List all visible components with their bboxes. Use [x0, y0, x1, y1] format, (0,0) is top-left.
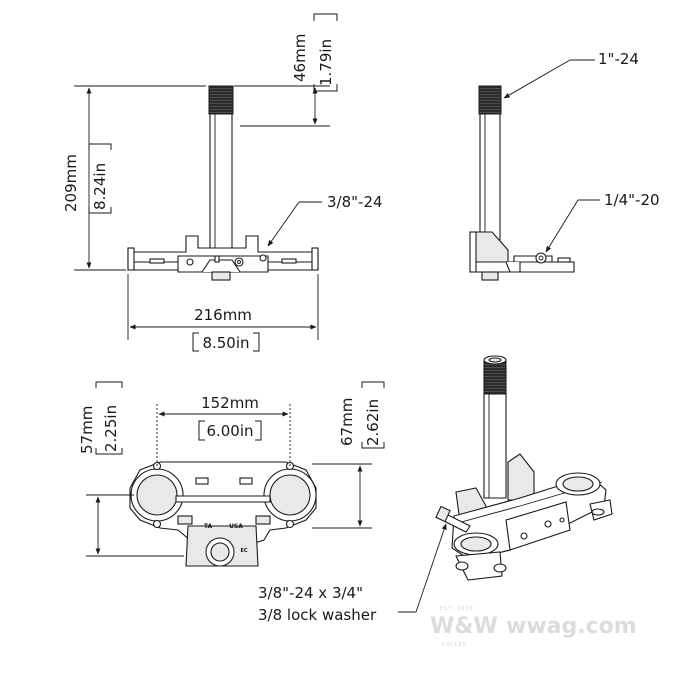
plate-mark-lower: EC: [240, 548, 247, 554]
dim-width-mm: 216mm: [194, 306, 252, 324]
dim-width-in: 8.50in: [202, 334, 249, 352]
dim-stem-mm: 46mm: [291, 34, 309, 82]
dim-center-in: 6.00in: [206, 422, 253, 440]
top-view: TA USA EC 152mm 6.00in 57mm 2.25in 67mm …: [78, 381, 385, 567]
dim-height-in: 8.24in: [91, 163, 109, 210]
watermark-site: wwag.com: [506, 614, 637, 639]
front-view: 46mm 1.79in 209mm 8.24in 216mm 8.50in 3/…: [62, 13, 383, 352]
watermark: EST. 1978 W&W CYCLES wwag.com: [430, 606, 637, 648]
watermark-brand: W&W: [430, 614, 498, 639]
dim-stem-in: 1.79in: [317, 39, 335, 86]
dim-height-mm: 209mm: [62, 154, 80, 212]
front-thread-top: [208, 85, 234, 115]
callout-bolt-line1: 3/8"-24 x 3/4": [258, 584, 363, 602]
dim-offset-b-mm: 67mm: [338, 398, 356, 446]
side-view: 1"-24 1/4"-20: [469, 50, 660, 281]
isometric-view: [398, 355, 613, 613]
side-stem-nut: [481, 271, 499, 281]
watermark-est: EST. 1978: [440, 606, 474, 612]
front-stem: [209, 111, 233, 251]
dim-offset-a-in: 2.25in: [102, 405, 120, 452]
callout-top-thread: 1"-24: [598, 50, 639, 68]
watermark-sub: CYCLES: [442, 642, 467, 648]
dim-center-mm: 152mm: [201, 394, 259, 412]
callout-front-thread: 3/8"-24: [327, 193, 383, 211]
side-base-plate: [473, 261, 575, 273]
dim-offset-b-in: 2.62in: [364, 399, 382, 446]
plate-mark-right: USA: [229, 523, 243, 530]
plate-mark-left: TA: [204, 523, 213, 530]
callout-bolt-line2: 3/8 lock washer: [258, 606, 377, 624]
front-stem-nut: [211, 271, 231, 281]
dim-offset-a-mm: 57mm: [78, 406, 96, 454]
callout-side-thread: 1/4"-20: [604, 191, 660, 209]
side-gusset: [473, 231, 509, 263]
side-thread-top: [478, 85, 502, 115]
